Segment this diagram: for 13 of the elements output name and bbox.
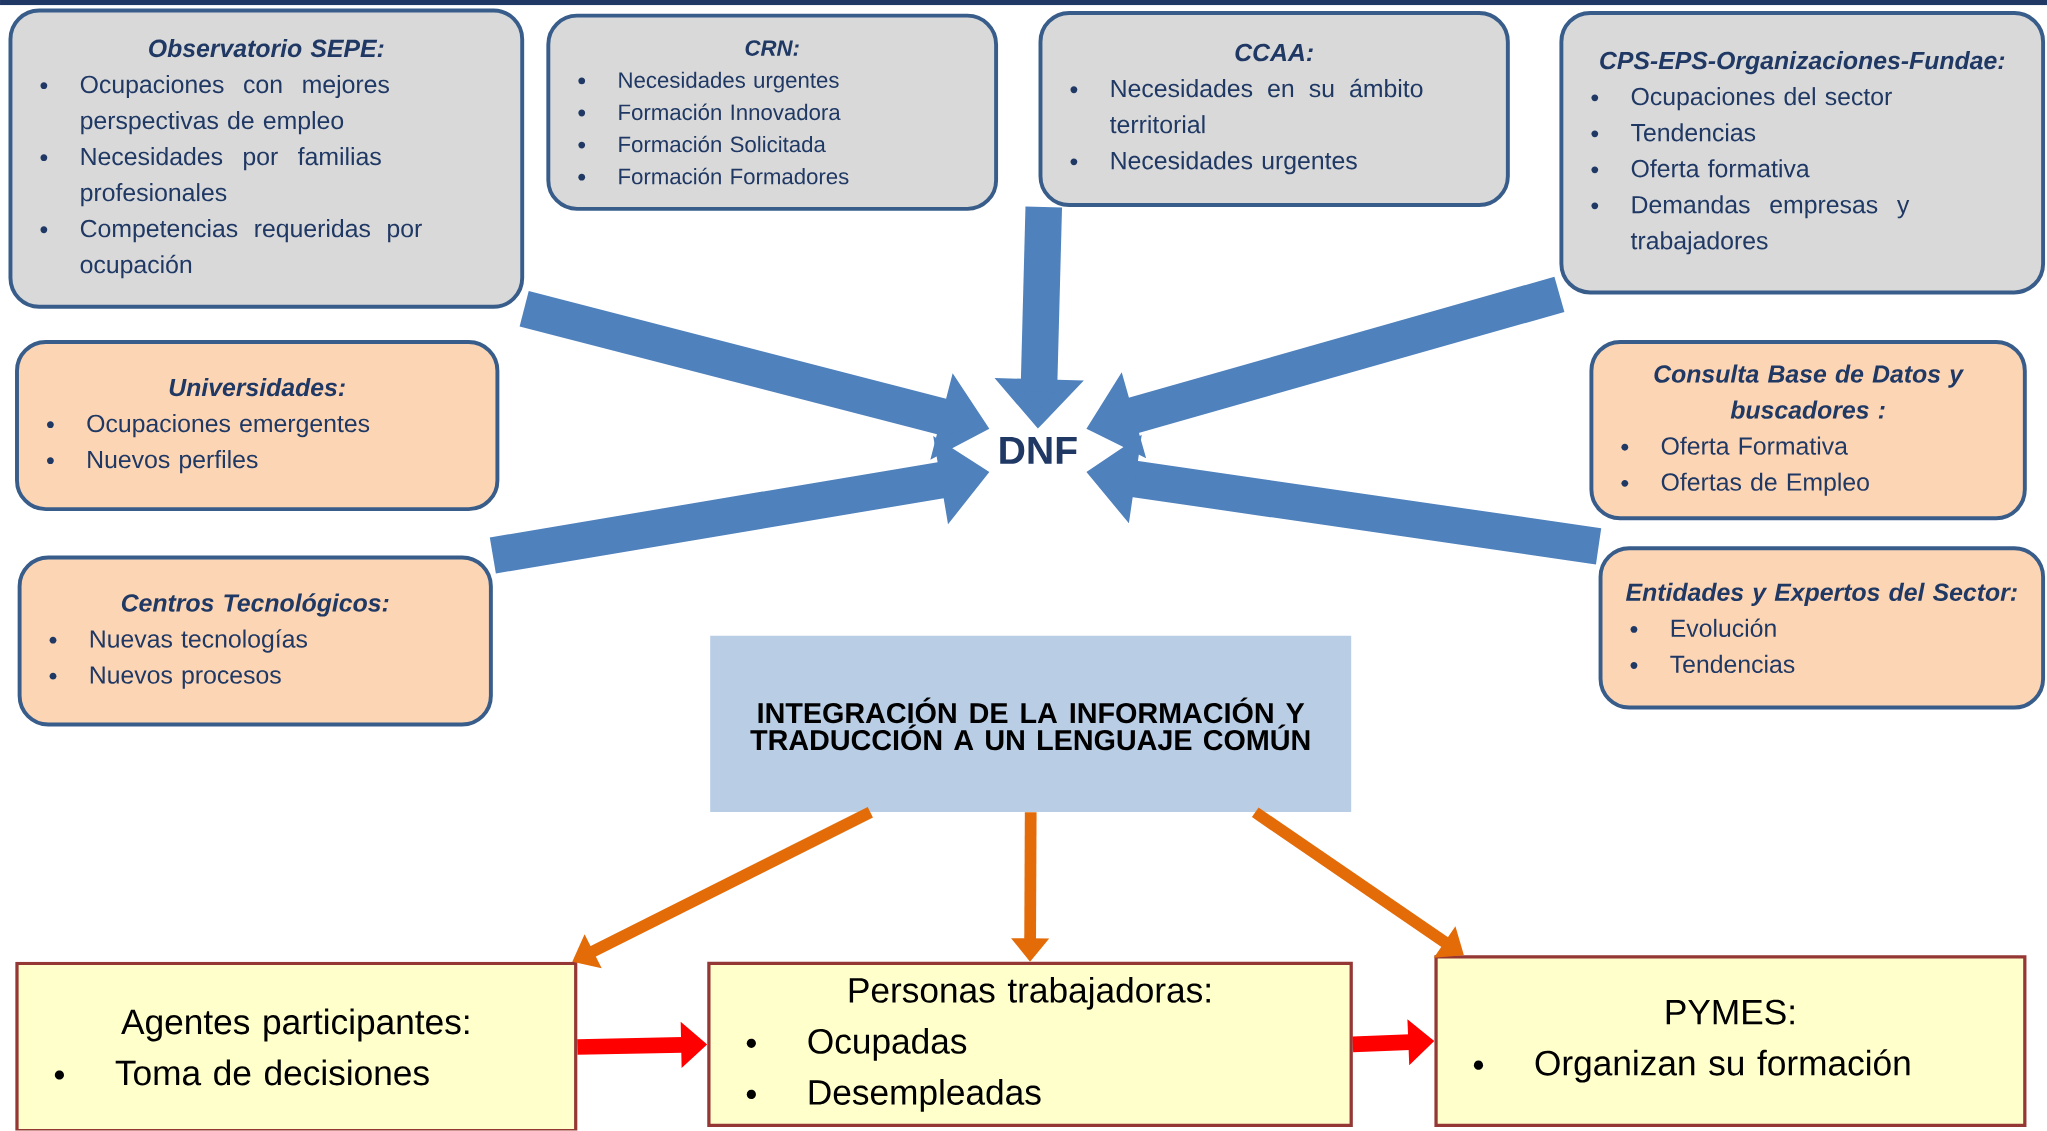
source-box: Consulta Base de Datos y buscadores : Oferta Formativa Ofertas de Empleo — [1589, 340, 2027, 521]
source-box: Entidades y Expertos del Sector: Evolución Tendencias — [1598, 546, 2046, 710]
source-box: CPS-EPS-Organizaciones-Fundae: Ocupaciones del sector Tendencias Oferta formativa Demandas empresas y trabajadores — [1559, 11, 2046, 295]
source-box: Centros Tecnológicos: Nuevas tecnologías Nuevos procesos — [17, 555, 493, 727]
source-box: Universidades: Ocupaciones emergentes Nuevos perfiles — [15, 340, 500, 512]
target-box: Personas trabajadoras: Ocupadas Desempleadas — [707, 962, 1353, 1128]
target-box: PYMES: Organizan su formación — [1434, 955, 2027, 1128]
process-box: INTEGRACIÓN DE LA INFORMACIÓN Y TRADUCCIÓN A UN LENGUAJE COMÚN — [710, 636, 1352, 813]
target-box: Agentes participantes: Toma de decisiones — [15, 962, 578, 1131]
source-box: CRN: Necesidades urgentes Formación Innovadora Formación Solicitada Formación Formadores — [546, 13, 999, 212]
center-label: DNF — [1000, 437, 1077, 465]
source-box: CCAA: Necesidades en su ámbito territorial Necesidades urgentes — [1038, 11, 1510, 208]
source-box: Observatorio SEPE: Ocupaciones con mejores perspectivas de empleo Necesidades por familias profesionales Competencias requeridas por ocupación — [8, 8, 525, 309]
